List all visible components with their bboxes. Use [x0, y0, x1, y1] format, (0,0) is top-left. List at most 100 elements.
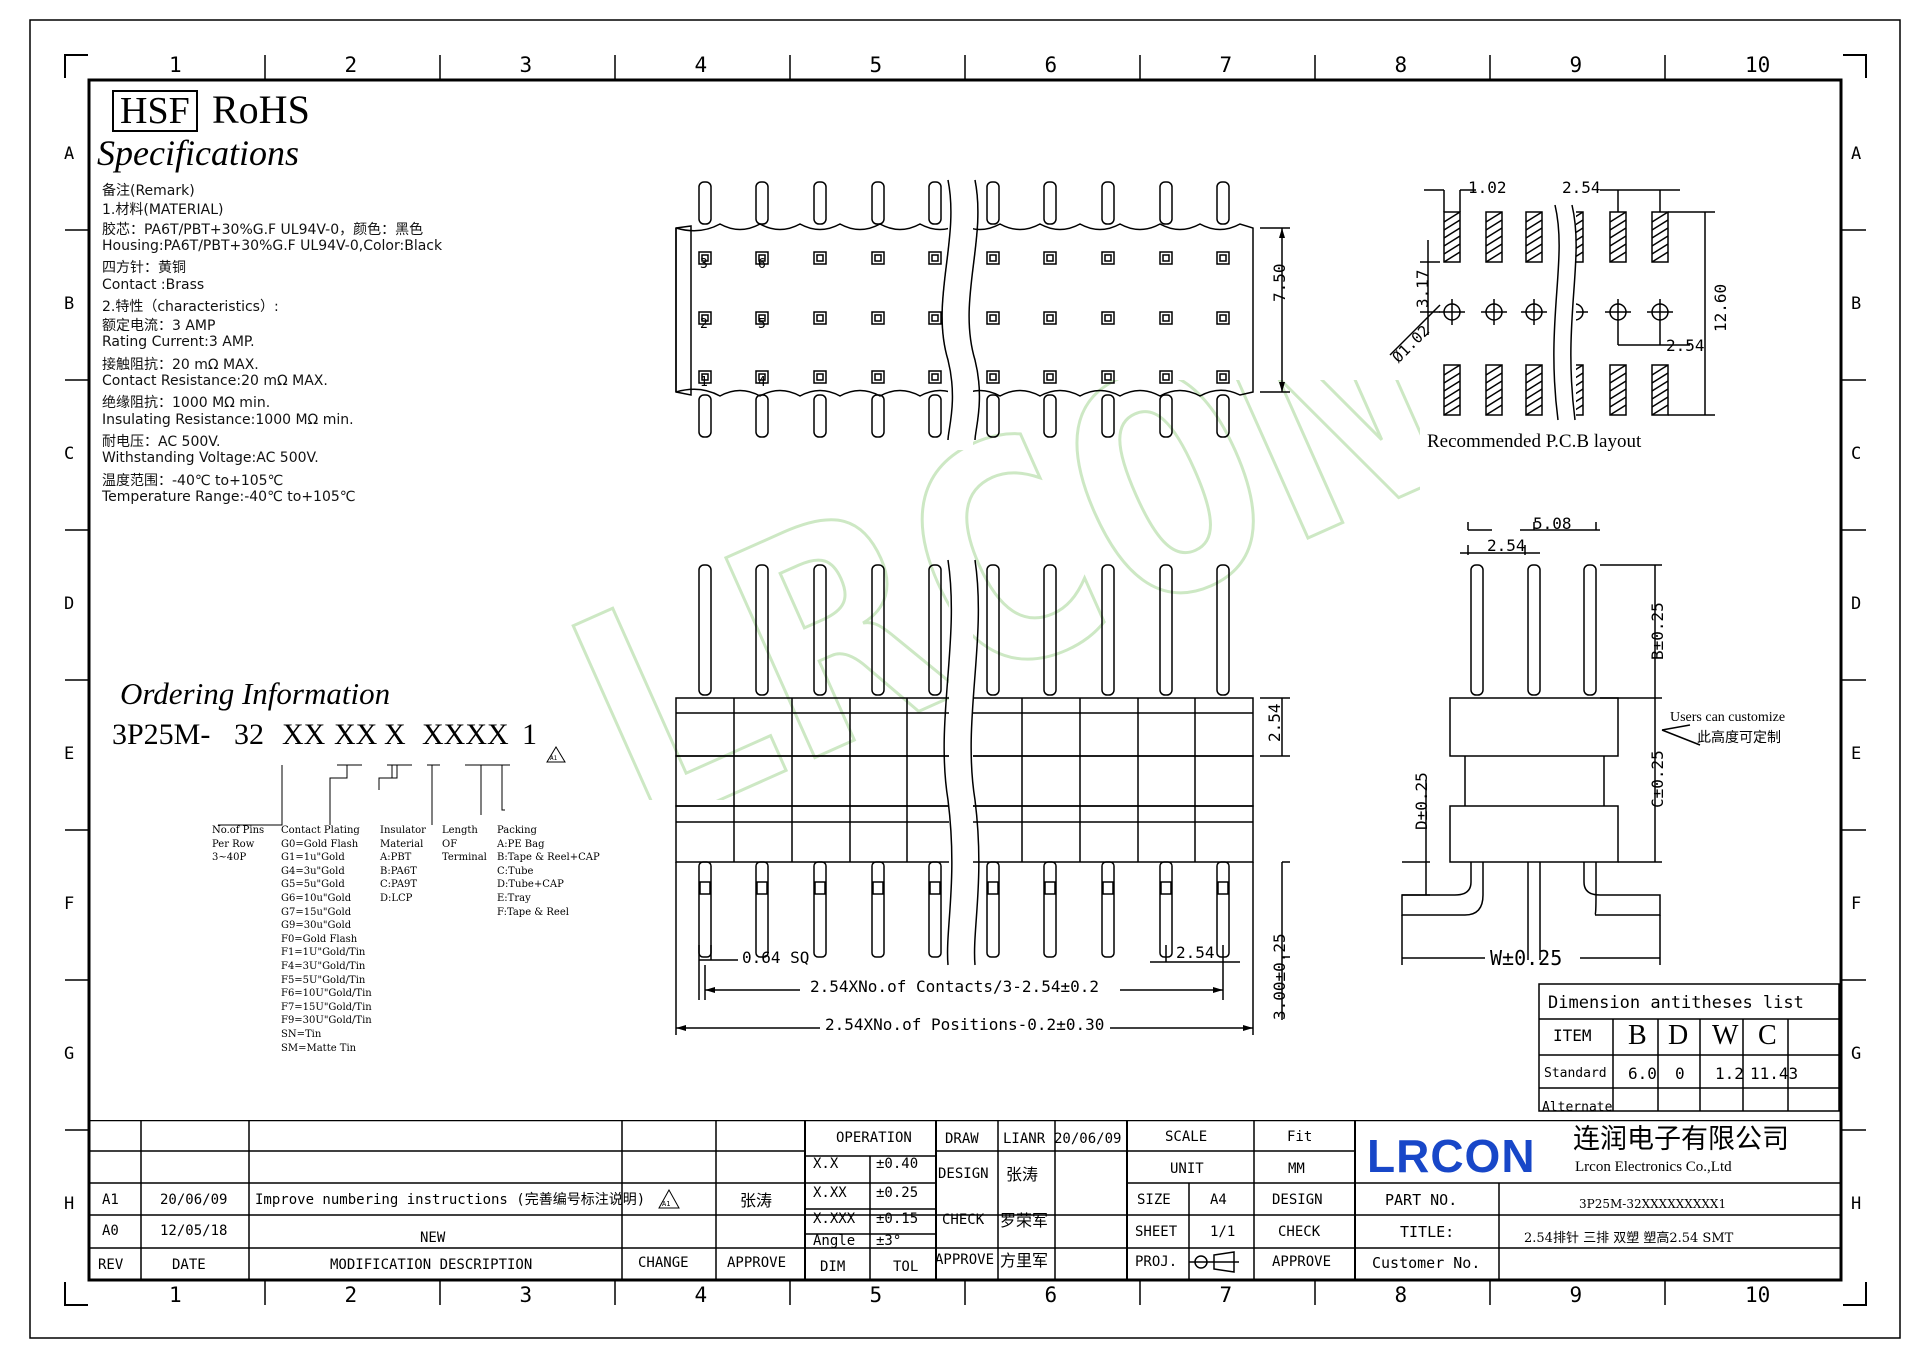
front-tail: 3.00±0.25 [1270, 933, 1289, 1020]
pin-label-5: 5 [758, 317, 766, 332]
design-label: DESIGN [938, 1166, 989, 1182]
ordering-legend-line: E:Tray [497, 893, 531, 904]
dimension-table-cell: 11.43 [1750, 1064, 1799, 1083]
front-sq: 0.64 SQ [742, 948, 810, 967]
sheet-label: SHEET [1135, 1224, 1178, 1240]
spec-line: 四方针：黄铜 [102, 260, 186, 277]
spec-line: Withstanding Voltage:AC 500V. [102, 450, 319, 467]
ordering-legend-line: B:Tape & Reel+CAP [497, 852, 600, 864]
ordering-legend-line: F:Tape & Reel [497, 906, 569, 918]
company-name-cn: 连润电子有限公司 [1573, 1124, 1789, 1155]
date-header: DATE [172, 1257, 206, 1273]
operation-label: OPERATION [836, 1130, 912, 1146]
approve-cell: 张涛 [740, 1191, 773, 1210]
ordering-legend-line: A:PBT [380, 852, 412, 864]
top-dim-height: 7.50 [1270, 263, 1289, 302]
svg-text:A1: A1 [550, 755, 558, 762]
column-label-top: 3 [519, 53, 533, 77]
description-cell: NEW [420, 1230, 446, 1246]
rev-header: REV [98, 1257, 124, 1273]
row-label-left: C [64, 444, 75, 464]
column-label-bottom: 10 [1745, 1283, 1771, 1307]
ordering-legend-line: G0=Gold Flash [281, 838, 359, 850]
row-label-left: E [64, 744, 75, 764]
ordering-legend-line: G9=30u"Gold [281, 920, 352, 932]
row-label-right: B [1851, 294, 1862, 314]
pcb-caption: Recommended P.C.B layout [1427, 431, 1642, 452]
column-label-top: 5 [869, 53, 883, 77]
spec-line: 温度范围：-40℃ to+105℃ [102, 472, 284, 489]
spec-line: 备注(Remark) [102, 183, 195, 199]
ordering-legend-line: G7=15u"Gold [281, 906, 352, 918]
company-logo: LRCON [1367, 1130, 1536, 1182]
dimension-table-header: C [1758, 1020, 1777, 1051]
column-label-top: 10 [1745, 53, 1771, 77]
tolerance-value: ±0.25 [876, 1185, 919, 1201]
ordering-legend-line: Length [442, 825, 478, 836]
spec-line: Temperature Range:-40℃ to+105℃ [102, 488, 356, 505]
ordering-legend-line: G4=3u"Gold [281, 865, 345, 877]
row-label-right: G [1851, 1044, 1862, 1064]
ordering-legend-line: F9=30U"Gold/Tin [281, 1015, 372, 1027]
ordering-legend-line: C:PA9T [380, 879, 418, 891]
front-dim-body: 2.54 [1265, 703, 1284, 742]
dimension-table-title: Dimension antitheses list [1548, 993, 1804, 1013]
row-label-left: D [64, 594, 75, 614]
column-label-top: 8 [1394, 53, 1408, 77]
approve-label-2: APPROVE [1272, 1254, 1332, 1270]
tolerance-value: ±0.40 [876, 1156, 919, 1172]
dimension-table-header: ITEM [1553, 1026, 1592, 1045]
ordering-title: Ordering Information [120, 676, 391, 711]
ordering-legend-line: No.of Pins [212, 825, 265, 836]
column-label-bottom: 3 [519, 1283, 533, 1307]
row-label-right: E [1851, 744, 1862, 764]
side-dim-b: B±0.25 [1648, 602, 1667, 660]
part-no-value: 3P25M-32XXXXXXXXX1 [1579, 1197, 1727, 1211]
part-no-label: PART NO. [1385, 1191, 1458, 1209]
description-header: MODIFICATION DESCRIPTION [330, 1257, 533, 1273]
design-label-2: DESIGN [1272, 1192, 1323, 1208]
scale-label: SCALE [1165, 1129, 1208, 1145]
pin-label-6: 6 [758, 257, 766, 272]
ordering-legend-line: Per Row [212, 838, 255, 850]
unit-label: UNIT [1170, 1161, 1204, 1177]
pin-label-1: 1 [700, 375, 708, 390]
ordering-legend-line: G5=5u"Gold [281, 879, 345, 891]
specifications-title: Specifications [97, 133, 299, 173]
dimension-table-header: B [1628, 1020, 1647, 1051]
dimension-table-cell: Standard [1544, 1066, 1607, 1081]
rev-cell: A1 [102, 1192, 119, 1208]
date-cell: 12/05/18 [160, 1223, 228, 1239]
draw-label: DRAW [945, 1131, 979, 1147]
title-value: 2.54排针 三排 双塑 塑高2.54 SMT [1524, 1231, 1734, 1246]
ordering-legend-line: G1=1u"Gold [281, 852, 345, 864]
row-label-left: F [64, 894, 75, 914]
column-label-bottom: 8 [1394, 1283, 1408, 1307]
column-label-top: 9 [1569, 53, 1583, 77]
ordering-legend-line: G6=10u"Gold [281, 893, 352, 904]
side-dim-508: 5.08 [1533, 514, 1572, 533]
dimension-table-cell: 1.2 [1715, 1064, 1744, 1083]
ordering-legend-line: A:PE Bag [497, 838, 545, 850]
side-dim-d: D±0.25 [1412, 772, 1431, 830]
tol-label: TOL [893, 1259, 919, 1275]
svg-text:A1: A1 [662, 1200, 670, 1208]
column-label-bottom: 7 [1219, 1283, 1233, 1307]
spec-line: 胶芯：PA6T/PBT+30%G.F UL94V-0，颜色：黑色 [102, 221, 424, 238]
tolerance-value: ±0.15 [876, 1211, 919, 1227]
row-label-left: G [64, 1044, 75, 1064]
column-label-top: 2 [344, 53, 358, 77]
dimension-table-cell: 6.0 [1628, 1064, 1657, 1083]
ordering-legend-line: F5=5U"Gold/Tin [281, 974, 366, 986]
spec-line: 耐电压：AC 500V. [102, 433, 221, 450]
ordering-legend-line: F0=Gold Flash [281, 933, 358, 945]
rohs-mark: RoHS [212, 87, 310, 132]
row-label-right: D [1851, 594, 1862, 614]
front-pitch: 2.54 [1176, 943, 1215, 962]
dimension-table-grid [1538, 983, 1840, 1112]
column-label-top: 1 [169, 53, 182, 77]
side-dim-c: C±0.25 [1648, 750, 1667, 808]
unit-value: MM [1288, 1161, 1305, 1177]
